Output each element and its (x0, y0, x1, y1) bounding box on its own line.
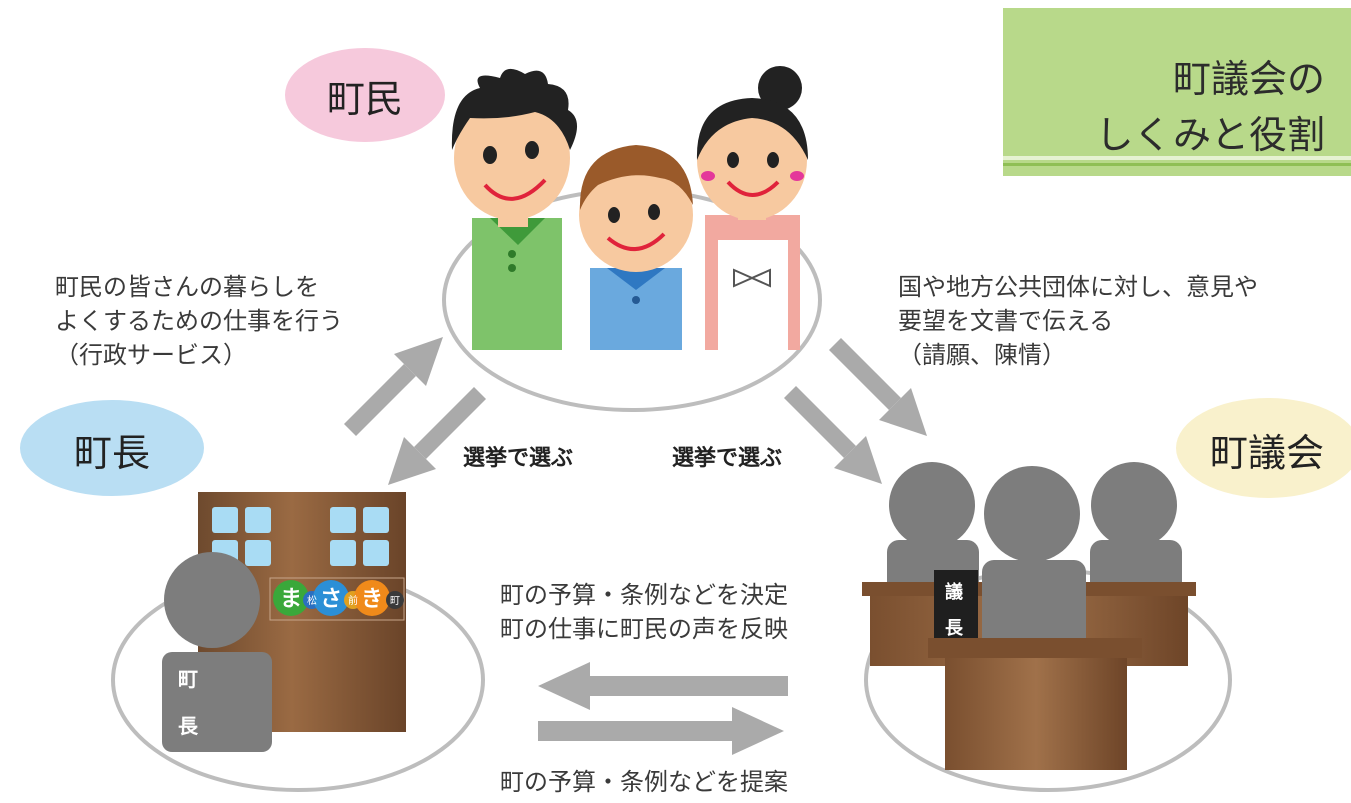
title-stripe-dark (1003, 163, 1351, 166)
title-box: 町議会の しくみと役割 (1003, 8, 1351, 176)
logo-ki-circle (354, 580, 390, 616)
logo-char-ma: ま (280, 587, 302, 612)
chair-silhouette-body (982, 560, 1086, 655)
logo-char-mae: 前 (348, 594, 358, 607)
town-hall-windows (212, 507, 389, 566)
arrow-residents-to-assembly-petition (828, 337, 927, 436)
assembly-decides-text: 町の予算・条例などを決定 町の仕事に町民の声を反映 (500, 578, 788, 646)
assembly-label: 町議会 (1209, 431, 1324, 475)
mayor-proposes-text: 町の予算・条例などを提案 (500, 768, 788, 796)
arrow-residents-to-mayor (388, 386, 487, 485)
chair-plate-char-1: 議 (945, 581, 963, 603)
council-member-right-head (1091, 462, 1177, 548)
logo-char-cho: 町 (390, 596, 400, 607)
mayor-service-line-2: よくするための仕事を行う (55, 307, 343, 335)
mayor-service-line-3: （行政サービス） (55, 341, 247, 369)
assembly-label-bubble (1176, 398, 1351, 498)
council-member-left-head (889, 462, 975, 548)
logo-cho-circle (386, 591, 404, 609)
chair-silhouette-head (984, 466, 1080, 562)
mayor-service-text: 町民の皆さんの暮らしを よくするための仕事を行う （行政サービス） (55, 270, 343, 372)
mayor-label: 町長 (73, 431, 150, 475)
logo-char-sa: さ (320, 587, 342, 612)
arrow-mayor-to-residents (343, 337, 443, 437)
logo-sa-circle (313, 580, 349, 616)
mayor-service-line-1: 町民の皆さんの暮らしを (55, 273, 319, 301)
mayor-label-bubble (20, 400, 204, 496)
assembly-decides-line-1: 町の予算・条例などを決定 (500, 581, 788, 609)
logo-char-ki: き (361, 587, 383, 612)
petition-line-2: 要望を文書で伝える (898, 307, 1114, 335)
town-logo-frame (269, 577, 405, 621)
chair-nameplate (934, 570, 978, 650)
elect-assembly-label: 選挙で選ぶ (672, 446, 783, 471)
resident-mother-figure (696, 66, 808, 350)
assembly-decides-line-2: 町の仕事に町民の声を反映 (500, 615, 788, 643)
arrow-residents-to-assembly-elect (783, 385, 882, 484)
mayor-plate-char-2: 長 (178, 714, 199, 738)
elect-mayor-label: 選挙で選ぶ (463, 446, 574, 471)
residents-label-bubble (285, 48, 445, 142)
mayor-plate-char-1: 町 (178, 667, 198, 691)
residents-label: 町民 (326, 77, 403, 121)
logo-char-matsu: 松 (307, 594, 317, 607)
front-desk-top (928, 638, 1142, 658)
logo-ma-circle (273, 580, 309, 616)
mayor-silhouette-head (164, 552, 260, 648)
title-stripe-light (1003, 156, 1351, 160)
resident-father-figure (451, 68, 578, 350)
chair-plate-char-2: 長 (945, 618, 964, 639)
title-line-1: 町議会の (1172, 57, 1325, 101)
mayor-silhouette-body (162, 652, 272, 752)
arrow-assembly-to-mayor (538, 662, 788, 710)
resident-child-figure (579, 145, 693, 350)
petition-line-3: （請願、陳情） (898, 341, 1066, 369)
petition-text: 国や地方公共団体に対し、意見や 要望を文書で伝える （請願、陳情） (898, 270, 1258, 372)
petition-line-1: 国や地方公共団体に対し、意見や (898, 273, 1258, 301)
title-line-2: しくみと役割 (1095, 113, 1325, 157)
front-desk-body (945, 658, 1127, 770)
arrow-mayor-to-assembly (538, 707, 784, 755)
